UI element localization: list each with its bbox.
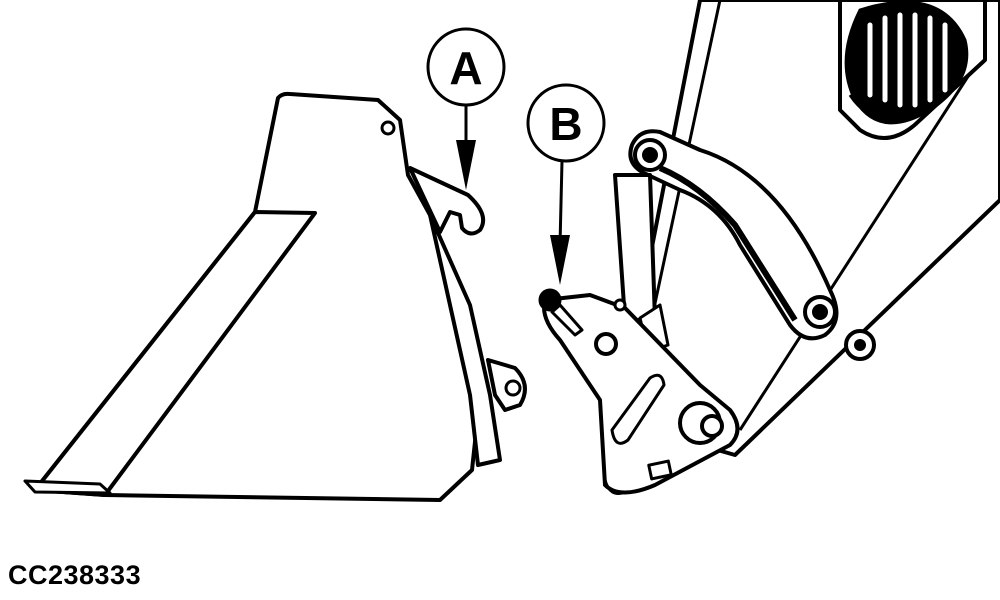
- coupler-main-pin: [678, 401, 724, 445]
- callout-b-label: B: [549, 98, 582, 150]
- figure-id: CC238333: [8, 560, 142, 590]
- coupler-pin-hole: [594, 332, 618, 356]
- coupler-small-pin: [613, 298, 627, 312]
- quick-attach-coupler: [542, 173, 740, 495]
- callout-b-leader: [558, 160, 564, 246]
- callout-b: B: [526, 83, 606, 285]
- callout-b-arrowhead: [550, 235, 570, 285]
- boom-pivot-bolt: [844, 329, 876, 361]
- loader-bucket: [23, 91, 527, 502]
- bucket-linkage-bar: [628, 129, 839, 341]
- callout-b-circle: [526, 83, 606, 163]
- linkage-lower-pin: [803, 295, 837, 329]
- callout-a: A: [426, 27, 506, 190]
- coupler-top-pin-b: [538, 288, 562, 312]
- cylinder-ribbed-cover: [844, 0, 969, 125]
- callout-a-arrowhead: [456, 140, 476, 190]
- bucket-hook-hole: [380, 120, 396, 136]
- callout-a-label: A: [449, 42, 482, 94]
- bucket-lower-mount-hole: [504, 379, 522, 397]
- linkage-upper-pin: [633, 138, 667, 172]
